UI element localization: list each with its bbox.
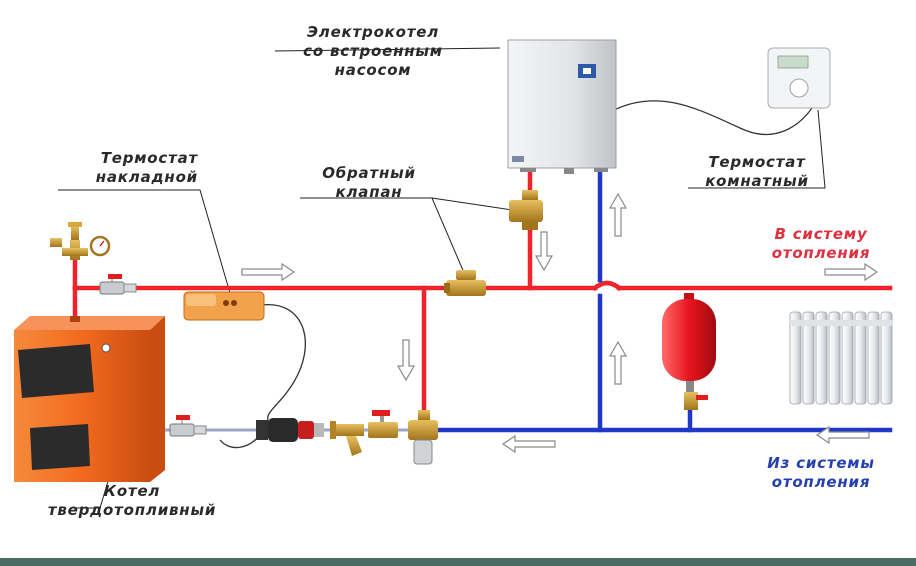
hollow-arrow-icon bbox=[608, 340, 628, 385]
pump-power-wire bbox=[219, 431, 263, 449]
boiler-upper-door bbox=[18, 344, 94, 398]
radiator-section bbox=[841, 311, 854, 405]
boiler-ash-door bbox=[30, 424, 90, 470]
thermostat-display bbox=[777, 55, 809, 69]
three-way-valve-icon bbox=[408, 410, 438, 465]
expansion-tank-icon bbox=[662, 293, 716, 410]
label-from-heating-system: Из системы отопления bbox=[767, 454, 875, 491]
radiator-icon bbox=[789, 311, 893, 405]
ball-valve-icon bbox=[99, 274, 137, 295]
hollow-arrow-icon bbox=[396, 339, 416, 382]
electric-boiler-body bbox=[507, 39, 617, 169]
room-thermostat-device bbox=[767, 47, 831, 109]
boiler-gauge-icon bbox=[101, 343, 111, 353]
circulation-pump-icon bbox=[256, 418, 324, 442]
callout-check-valve-upper bbox=[431, 197, 513, 211]
flow-arrows bbox=[241, 192, 879, 454]
callout-strap-on-thermostat bbox=[58, 189, 233, 301]
callout-check-valve-lower bbox=[300, 197, 466, 276]
air-vent-icon bbox=[71, 226, 79, 240]
label-to-heating-system: В систему отопления bbox=[771, 225, 871, 262]
radiator-section bbox=[867, 311, 880, 405]
room-thermostat-wire bbox=[613, 100, 813, 136]
strainer-filter-icon bbox=[330, 421, 364, 456]
radiator-section bbox=[854, 311, 867, 405]
supply-pipes bbox=[72, 162, 893, 428]
callout-electric-boiler bbox=[274, 47, 501, 52]
callout-lines bbox=[58, 47, 826, 509]
ball-valve-icon bbox=[368, 410, 398, 438]
hollow-arrow-icon bbox=[815, 425, 870, 445]
strap-on-thermostat-device bbox=[183, 291, 265, 321]
radiator-section bbox=[815, 311, 828, 405]
safety-valve-icon bbox=[50, 238, 62, 247]
label-room-thermostat: Термостат комнатный bbox=[705, 153, 809, 190]
radiator-section bbox=[880, 311, 893, 405]
hollow-arrow-icon bbox=[501, 434, 556, 454]
electric-boiler bbox=[507, 39, 617, 174]
radiator-section bbox=[789, 311, 802, 405]
hollow-arrow-icon bbox=[824, 262, 879, 282]
label-check-valve: Обратный клапан bbox=[322, 164, 416, 201]
solid-fuel-boiler bbox=[14, 316, 165, 482]
check-valve-electric-icon bbox=[509, 190, 543, 230]
hollow-arrow-icon bbox=[534, 231, 554, 272]
label-strap-on-thermostat: Термостат накладной bbox=[95, 149, 198, 186]
safety-group-icon bbox=[50, 222, 111, 260]
return-pipes bbox=[427, 165, 893, 433]
ball-valve-icon bbox=[169, 415, 207, 437]
label-solid-fuel-boiler: Котел твердотопливный bbox=[47, 482, 217, 519]
supply-crossover-bend bbox=[591, 280, 623, 292]
thermostat-dial-icon bbox=[789, 78, 809, 98]
callout-room-thermostat bbox=[688, 109, 826, 189]
strap-thermostat-wire-to-pump bbox=[261, 304, 306, 426]
hollow-arrow-icon bbox=[608, 192, 628, 237]
label-electric-boiler: Электрокотел со встроенным насосом bbox=[303, 23, 443, 79]
bottom-bar bbox=[0, 558, 916, 566]
check-valve-main-icon bbox=[444, 270, 486, 296]
radiator-section bbox=[802, 311, 815, 405]
radiator-section bbox=[828, 311, 841, 405]
hollow-arrow-icon bbox=[241, 262, 296, 282]
radiator-header bbox=[790, 320, 892, 326]
